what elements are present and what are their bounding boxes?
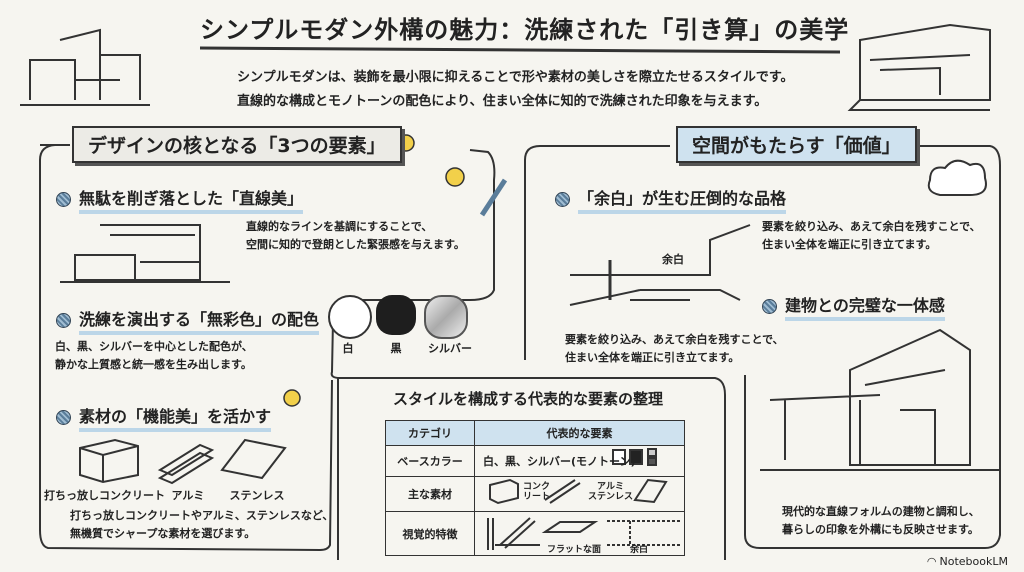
left-section-header: デザインの核となる「3つの要素」 — [72, 126, 402, 163]
item-unity-desc: 現代的な直線フォルムの建物と調和し、 暮らしの印象を外構にも反映させます。 — [782, 503, 980, 538]
header-category: カテゴリ — [385, 420, 475, 446]
thought-cloud-icon — [927, 159, 987, 196]
bullet-icon — [762, 299, 777, 314]
item-materials-desc: 打ちっ放しコンクリートやアルミ、ステンレスなど、 無機質でシャープな素材を選びま… — [70, 507, 333, 542]
desc-line: 要素を絞り込み、あえて余白を残すことで、 — [762, 220, 981, 233]
heading-text: 無駄を削ぎ落とした「直線美」 — [79, 185, 304, 214]
desc-line: 白、黒、シルバーを中心とした配色が、 — [55, 340, 253, 353]
row-value: 白、黒、シルバー(モノトーン) — [474, 445, 685, 477]
desc-line: 静かな上質感と統一感を生み出します。 — [55, 357, 252, 371]
pencil-icon — [479, 178, 508, 217]
heading-text: 「余白」が生む圧倒的な品格 — [578, 185, 787, 214]
table-row: 視覚的特徴 フラットな面 余白 — [385, 511, 685, 556]
right-section-header: 空間がもたらす「価値」 — [676, 126, 917, 163]
row-materials: コンク リート アルミ ステンレス — [474, 476, 685, 512]
table-header-row: カテゴリ 代表的な要素 — [385, 420, 685, 446]
desc-line: 空間に知的で登朗とした緊張感を与えます。 — [246, 237, 465, 251]
yohaku-image-label: 余白 — [662, 253, 684, 266]
color-swatch-black — [376, 295, 416, 335]
row-category: 主な素材 — [385, 476, 475, 512]
heading-text: 洗練を演出する「無彩色」の配色 — [79, 306, 320, 335]
table-row: ベースカラー 白、黒、シルバー(モノトーン) — [385, 445, 685, 477]
bullet-icon — [56, 192, 71, 207]
row-category: 視覚的特徴 — [385, 511, 475, 556]
brand-name: NotebookLM — [939, 555, 1008, 568]
item-yohaku-desc-2: 要素を絞り込み、あえて余白を残すことで、 住まい全体を端正に引き立てます。 — [565, 331, 784, 366]
table-title: スタイルを構成する代表的な要素の整理 — [393, 390, 664, 408]
desc-line: 要素を絞り込み、あえて余白を残すことで、 — [565, 333, 784, 346]
header-elements: 代表的な要素 — [474, 420, 685, 446]
desc-line: 直線的なラインを基調にすることで、 — [246, 220, 433, 233]
table-row: 主な素材 コンク リート アルミ ステンレス — [385, 476, 685, 512]
row-visual-features: フラットな面 余白 — [474, 511, 685, 556]
material-aluminum-stainless: アルミ ステンレス — [588, 482, 634, 502]
item-achromatic-desc: 白、黒、シルバーを中心とした配色が、 静かな上質感と統一感を生み出します。 — [55, 338, 253, 373]
desc-line: 住まい全体を端正に引き立てます。 — [565, 350, 740, 364]
material-label-concrete: 打ちっ放しコンクリート — [44, 489, 165, 502]
style-elements-table: カテゴリ 代表的な要素 ベースカラー 白、黒、シルバー(モノトーン) 主な素材 … — [385, 420, 685, 556]
material-label-stainless: ステンレス — [229, 489, 285, 502]
bullet-icon — [56, 313, 71, 328]
bullet-icon — [555, 192, 570, 207]
heading-text: 素材の「機能美」を活かす — [79, 403, 272, 432]
notebooklm-logo: ◠ NotebookLM — [927, 555, 1008, 568]
desc-line: 打ちっ放しコンクリートやアルミ、ステンレスなど、 — [70, 509, 334, 522]
material-concrete: コンク リート — [523, 482, 551, 502]
item-straight-lines-desc: 直線的なラインを基調にすることで、 空間に知的で登朗とした緊張感を与えます。 — [246, 218, 465, 253]
color-swatch-white — [328, 295, 372, 339]
intro-line-1: シンプルモダンは、装飾を最小限に抑えることで形や素材の美しさを際立たせるスタイル… — [237, 70, 794, 85]
item-yohaku-desc: 要素を絞り込み、あえて余白を残すことで、 住まい全体を端正に引き立てます。 — [762, 218, 981, 253]
item-unity-heading: 建物との完璧な一体感 — [762, 292, 945, 321]
page-title: シンプルモダン外構の魅力：洗練された「引き算」の美学 — [200, 16, 850, 44]
color-label-silver: シルバー — [428, 342, 472, 355]
item-yohaku-heading: 「余白」が生む圧倒的な品格 — [555, 185, 787, 214]
bullet-icon — [56, 410, 71, 425]
material-label-aluminum: アルミ — [171, 489, 205, 502]
intro-line-2: 直線的な構成とモノトーンの配色により、住まい全体に知的で洗練された印象を与えます… — [237, 94, 768, 109]
desc-line: 暮らしの印象を外構にも反映させます。 — [782, 522, 979, 536]
feature-yohaku: 余白 — [630, 545, 649, 555]
lightbulb-icon — [445, 167, 465, 187]
color-label-black: 黒 — [390, 342, 402, 355]
color-swatch-silver — [424, 295, 468, 339]
item-materials-heading: 素材の「機能美」を活かす — [56, 403, 272, 432]
desc-line: 無機質でシャープな素材を選びます。 — [70, 526, 256, 540]
feature-flat-surface: フラットな面 — [547, 545, 602, 555]
item-achromatic-heading: 洗練を演出する「無彩色」の配色 — [56, 306, 320, 335]
item-straight-lines-heading: 無駄を削ぎ落とした「直線美」 — [56, 185, 304, 214]
notebooklm-icon: ◠ — [926, 555, 937, 568]
color-label-white: 白 — [342, 342, 354, 355]
desc-line: 現代的な直線フォルムの建物と調和し、 — [782, 505, 980, 518]
row-category: ベースカラー — [385, 445, 475, 477]
desc-line: 住まい全体を端正に引き立てます。 — [762, 237, 937, 251]
heading-text: 建物との完璧な一体感 — [785, 292, 945, 321]
lightbulb-icon — [283, 389, 301, 407]
